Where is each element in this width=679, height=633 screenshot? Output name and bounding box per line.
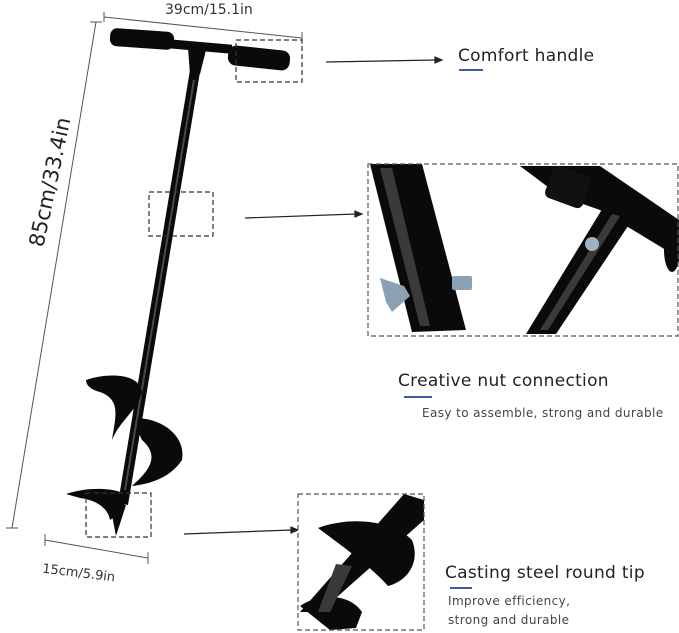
- comfort-accent-line: [459, 69, 483, 71]
- right-grip: [227, 45, 291, 71]
- nut-detail-image: [367, 163, 679, 337]
- handle-callout-box: [235, 39, 303, 83]
- comfort-handle-title: Comfort handle: [458, 46, 595, 66]
- steel-tip-subtitle: Improve efficiency, strong and durable: [448, 594, 571, 627]
- arrow-right-icon: [183, 56, 444, 535]
- spiral-flight-top: [86, 375, 142, 440]
- dimension-lines: [6, 12, 303, 564]
- nut-callout-box: [148, 191, 214, 237]
- auger-tip: [110, 505, 126, 536]
- nut-connection-title: Creative nut connection: [398, 371, 609, 391]
- tip-callout-box: [85, 492, 152, 538]
- handle-width-label: 39cm/15.1in: [165, 2, 253, 18]
- tip-accent-line: [450, 587, 472, 589]
- callout-boxes: [85, 39, 303, 538]
- nut-connection-subtitle: Easy to assemble, strong and durable: [422, 406, 664, 420]
- spiral-flight-mid: [132, 418, 183, 486]
- crossbar: [169, 39, 233, 54]
- tip-detail-image: [297, 493, 425, 631]
- wing-nut-icon: [585, 237, 599, 251]
- nut-accent-line: [404, 396, 432, 398]
- t-joint: [188, 48, 206, 74]
- dashed-frame-icon: [297, 493, 425, 631]
- left-grip: [109, 28, 175, 50]
- steel-tip-title: Casting steel round tip: [445, 563, 645, 583]
- auger-tool: [66, 28, 291, 536]
